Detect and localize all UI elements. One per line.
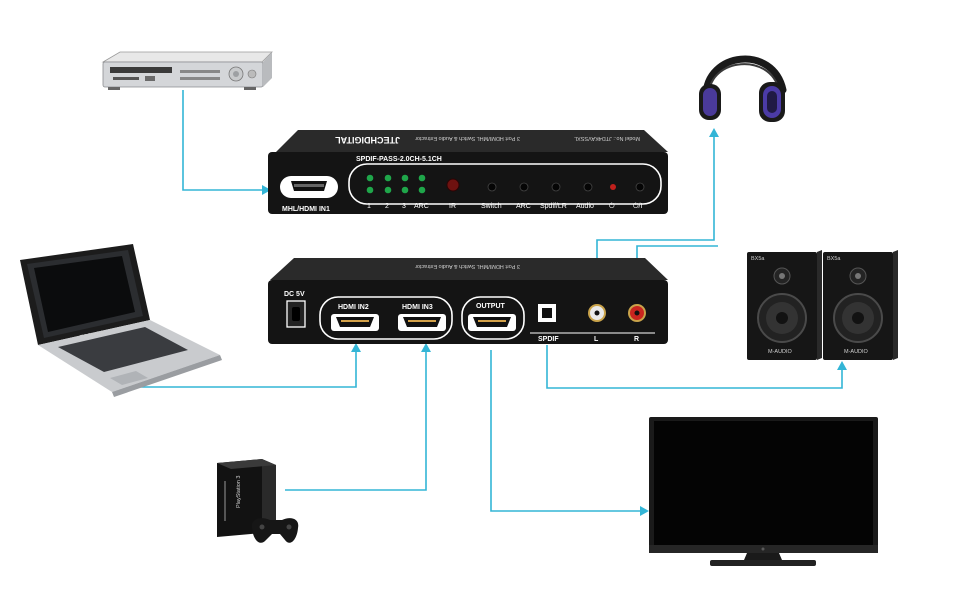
hdmi-in2-port[interactable] [331,314,379,331]
mode-label: SPDIF-PASS-2.0CH-5.1CH [356,156,442,163]
console-brand: PlayStation 3 [236,476,242,508]
rear-model-line: 3 Port HDMI/MHL Switch & Audio Extractor [415,263,520,269]
wire-laptop-to-hdmi-in2 [140,350,357,388]
led [401,186,409,194]
switch-front-panel: JTECHDIGITAL 3 Port HDMI/MHL Switch & Au… [268,130,668,214]
arrow-hdmi-in1 [262,185,271,195]
rca-l-port[interactable] [588,304,606,322]
speaker-left-model: BX5a [751,256,765,262]
ir-label: IR [449,203,456,210]
hdmi-output-port[interactable] [468,314,516,331]
laptop-brand: TOSHIBA [80,330,105,341]
speakers: BX5a M-AUDIO BX5a M-AUDIO [747,250,898,360]
spdif-lr-button-label: Spdif/LR [540,203,567,210]
spdif-label: SPDIF [538,336,559,343]
flat-screen-tv [649,417,878,566]
speaker-left: BX5a M-AUDIO [747,250,822,360]
led [401,174,409,182]
led-label-2: 2 [385,203,389,210]
dvd-player [101,51,273,90]
switch-button[interactable] [487,182,497,192]
arrow-hdmi-in3 [421,343,431,352]
arrow-speakers [837,361,847,370]
switch-brand: JTECHDIGITAL [335,135,400,145]
led [366,186,374,194]
speaker-right: BX5a M-AUDIO [823,250,898,360]
game-console: PlayStation 3 [217,459,299,543]
power-button-label: ⏻/I [633,202,642,210]
led [366,174,374,182]
arrow-hdmi-in2 [351,343,361,352]
led [384,174,392,182]
hdmi-in1-label: MHL/HDMI IN1 [282,206,330,213]
audio-r-label: R [634,336,639,343]
audio-l-label: L [594,336,599,343]
audio-button[interactable] [583,182,593,192]
speaker-right-model: BX5a [827,256,841,262]
spdif-lr-button[interactable] [551,182,561,192]
led [418,174,426,182]
dc-label: DC 5V [284,291,305,298]
led-label-3: 3 [402,203,406,210]
switch-button-label: Switch [481,203,502,210]
led-label-arc: ARC [414,203,429,210]
laptop: TOSHIBA [20,244,222,397]
switch-model-line: 3 Port HDMI/MHL Switch & Audio Extractor [415,135,520,141]
switch-model-no: Model No.: JTD4KAVSSXL [574,135,640,141]
power-led-label: ⏻ [609,202,615,210]
led [384,186,392,194]
speaker-left-brand: M-AUDIO [768,349,793,355]
arrow-tv [640,506,649,516]
power-led [610,184,616,190]
wire-spdif-to-speakers [546,345,843,389]
game-controller [251,518,299,543]
speaker-right-brand: M-AUDIO [844,349,869,355]
power-button[interactable] [635,182,645,192]
arrow-headphones [709,128,719,137]
hdmi-in2-label: HDMI IN2 [338,304,369,311]
wire-output-to-tv [490,350,640,512]
rca-r-port[interactable] [628,304,646,322]
arc-button[interactable] [519,182,529,192]
audio-button-label: Audio [576,203,594,210]
wire-console-to-hdmi-in3 [285,350,427,491]
arc-button-label: ARC [516,203,531,210]
led-grid [366,174,426,194]
headphones [699,55,787,122]
led-label-1: 1 [367,203,371,210]
led [418,186,426,194]
ir-sensor [446,178,460,192]
hdmi-in3-port[interactable] [398,314,446,331]
switch-rear-panel: 3 Port HDMI/MHL Switch & Audio Extractor… [268,258,668,344]
hdmi-in3-label: HDMI IN3 [402,304,433,311]
output-label: OUTPUT [476,303,506,310]
wire-dvd-to-hdmi-in1 [182,90,262,191]
